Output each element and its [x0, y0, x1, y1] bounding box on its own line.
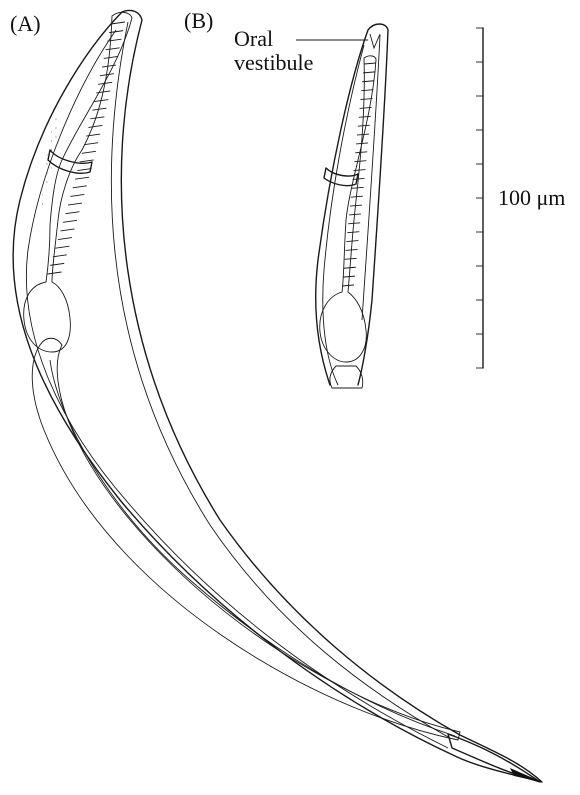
- pharynx-striation: [348, 223, 360, 224]
- pharynx-striation: [82, 151, 96, 153]
- pharynx-striation: [90, 117, 104, 119]
- pharynx-striation: [354, 161, 366, 162]
- pharynx-striation: [359, 116, 371, 117]
- pharynx-striation: [361, 90, 373, 91]
- pharynx-striation: [84, 143, 98, 145]
- pharynx-striation: [343, 276, 355, 277]
- worm-b: [316, 24, 388, 388]
- pharynx-striation: [349, 214, 361, 215]
- pharynx-striation: [350, 205, 362, 206]
- panel-b-label: (B): [184, 8, 213, 33]
- pharynx-striation: [347, 232, 359, 233]
- pharynx-striation: [353, 178, 365, 179]
- pharynx-striation: [53, 255, 67, 257]
- pharynx-striation: [70, 194, 84, 196]
- pharynx-striation: [353, 170, 365, 171]
- pharynx-striation: [48, 272, 62, 274]
- worm-a-pharynx: [24, 12, 132, 352]
- pharynx-striation: [92, 108, 106, 110]
- worm-b-body-outline: [316, 24, 388, 385]
- pharynx-striation: [346, 249, 358, 250]
- pharynx-striation: [86, 134, 100, 136]
- pharynx-striation: [60, 229, 74, 231]
- pharynx-striation: [65, 212, 79, 214]
- pharynx-striation: [344, 267, 356, 268]
- worm-a: [13, 10, 542, 782]
- pharynx-striation: [73, 186, 87, 188]
- pharynx-striation: [355, 152, 367, 153]
- pharynx-striation: [104, 56, 118, 58]
- pharynx-striation: [63, 220, 77, 222]
- pharynx-striation: [50, 263, 64, 265]
- panel-a-label: (A): [10, 11, 41, 36]
- pharynx-striation: [77, 169, 91, 171]
- pharynx-striation: [358, 125, 370, 126]
- scale-bar: [476, 28, 483, 368]
- pharynx-striation: [356, 143, 368, 144]
- pharynx-striation: [342, 285, 354, 286]
- worm-a-intestine: [32, 338, 460, 740]
- pharynx-striation: [75, 177, 89, 179]
- pharynx-striation: [346, 241, 358, 242]
- pharynx-striation: [364, 63, 376, 64]
- pharynx-striation: [58, 238, 72, 240]
- pharynx-striation: [88, 125, 102, 127]
- pharynx-striation: [102, 65, 116, 67]
- oral-vestibule-label-line2: vestibule: [234, 50, 313, 75]
- pharynx-striation: [55, 246, 69, 248]
- worm-a-intestine-lumen: [50, 360, 455, 736]
- pharynx-striation: [357, 134, 369, 135]
- pharynx-striation: [68, 203, 82, 205]
- worm-b-oral-tip: [370, 34, 380, 48]
- pharynx-striation: [363, 72, 375, 73]
- oral-vestibule-label-line1: Oral: [234, 26, 273, 51]
- worm-a-tail: [448, 734, 540, 782]
- pharynx-striation: [345, 258, 357, 259]
- scale-bar-label: 100 μm: [498, 185, 565, 210]
- pharynx-striation: [352, 187, 364, 188]
- worm-a-inner-cuticle: [26, 22, 450, 748]
- pharynx-striation: [351, 196, 363, 197]
- pharynx-striation: [100, 74, 114, 76]
- pharynx-striation: [106, 48, 120, 50]
